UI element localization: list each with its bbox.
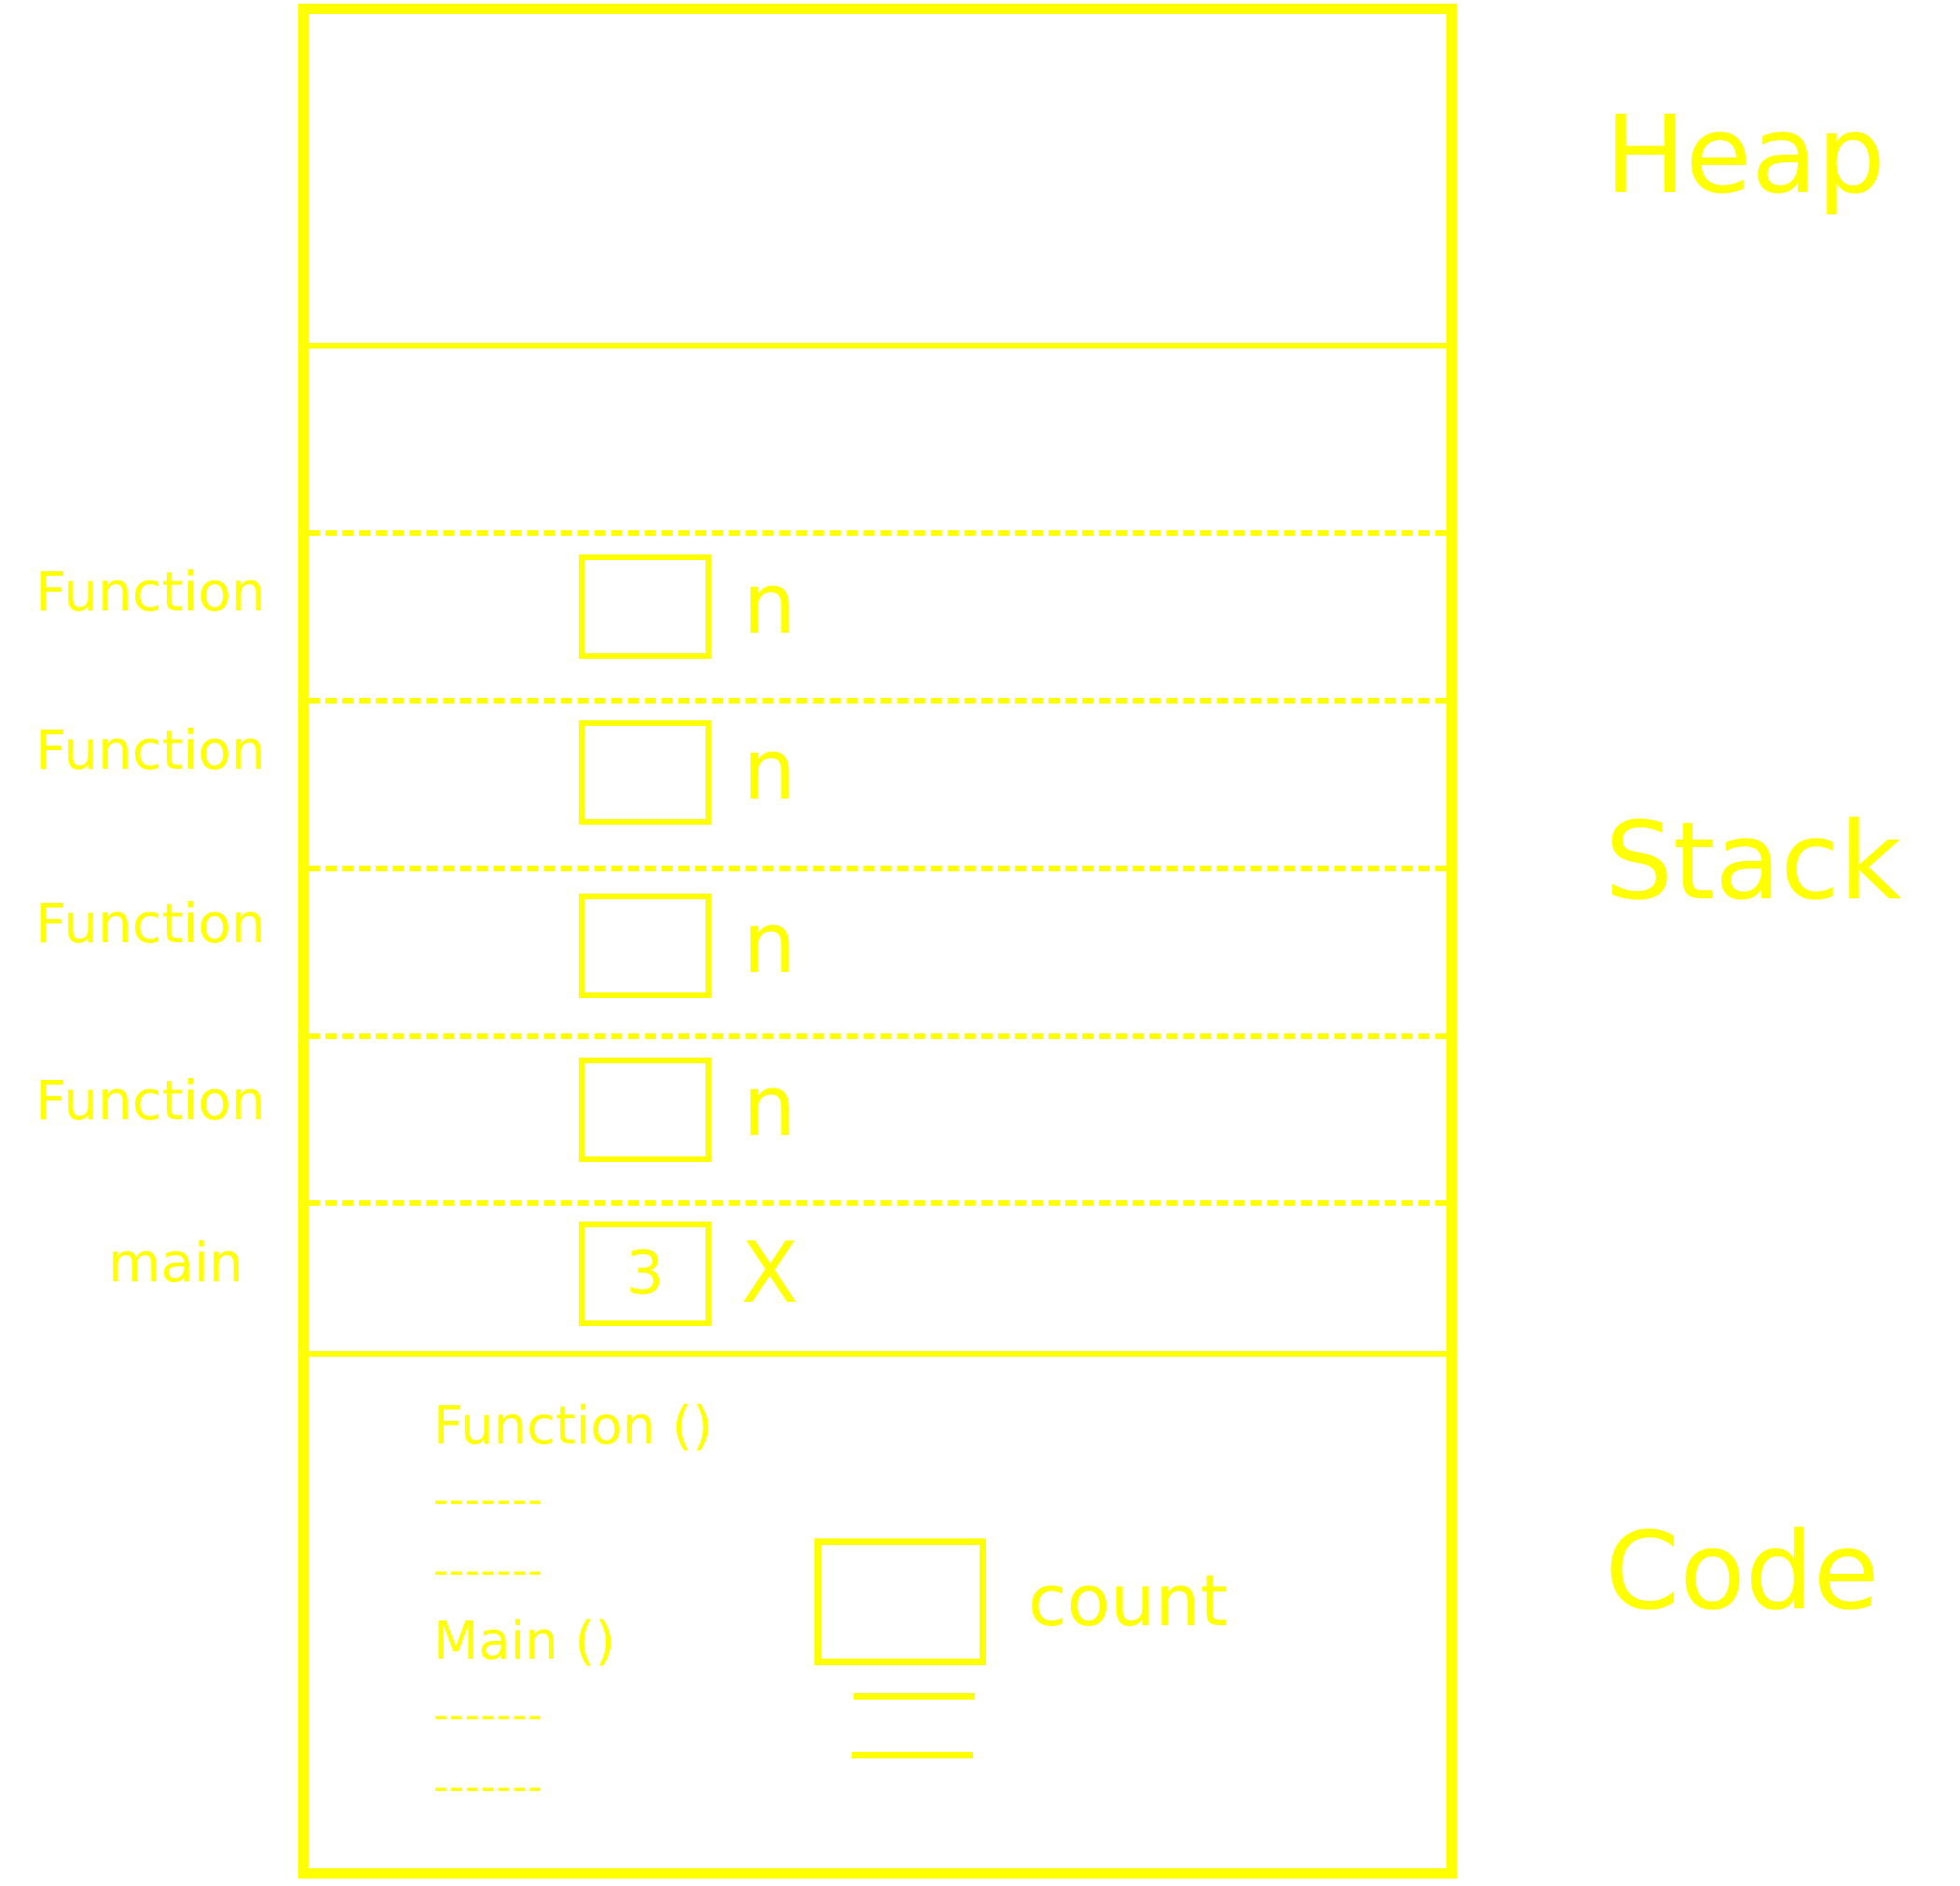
variable-box: 3 <box>579 1222 711 1326</box>
stack-frame-label: Function <box>35 892 266 955</box>
stack-frame-label: main <box>108 1231 243 1294</box>
underline-mark <box>852 1752 973 1758</box>
variable-name: n <box>743 721 797 819</box>
global-variable-name: count <box>1028 1559 1228 1642</box>
variable-box <box>579 894 711 998</box>
variable-name: n <box>743 1058 797 1155</box>
stack-frame-divider <box>308 530 1446 536</box>
stack-frame-label: Function <box>35 718 266 782</box>
variable-name: n <box>743 555 797 653</box>
stack-code-divider <box>308 1351 1446 1357</box>
stack-frame-divider <box>308 866 1446 871</box>
variable-name: n <box>743 895 797 992</box>
stack-frame-divider <box>308 1033 1446 1039</box>
code-placeholder-line: ------- <box>433 1691 544 1739</box>
global-variable-box <box>815 1538 986 1665</box>
variable-box <box>579 1058 711 1162</box>
code-function-decl: Function () <box>433 1396 713 1456</box>
heap-stack-divider <box>308 343 1446 348</box>
stack-frame-label: Function <box>35 1069 266 1132</box>
stack-label: Stack <box>1605 800 1902 924</box>
code-main-decl: Main () <box>433 1611 616 1672</box>
code-label: Code <box>1605 1510 1880 1634</box>
memory-layout <box>298 4 1457 1879</box>
variable-name: X <box>741 1224 799 1322</box>
stack-frame-label: Function <box>35 560 266 623</box>
stack-frame-divider <box>308 1200 1446 1206</box>
underline-mark <box>854 1693 975 1700</box>
stack-frame-divider <box>308 698 1446 704</box>
code-placeholder-line: ------- <box>433 1763 544 1811</box>
variable-box <box>579 720 711 825</box>
variable-box <box>579 554 711 659</box>
code-placeholder-line: ------- <box>433 1476 544 1524</box>
code-placeholder-line: ------- <box>433 1547 544 1594</box>
heap-label: Heap <box>1605 93 1885 218</box>
